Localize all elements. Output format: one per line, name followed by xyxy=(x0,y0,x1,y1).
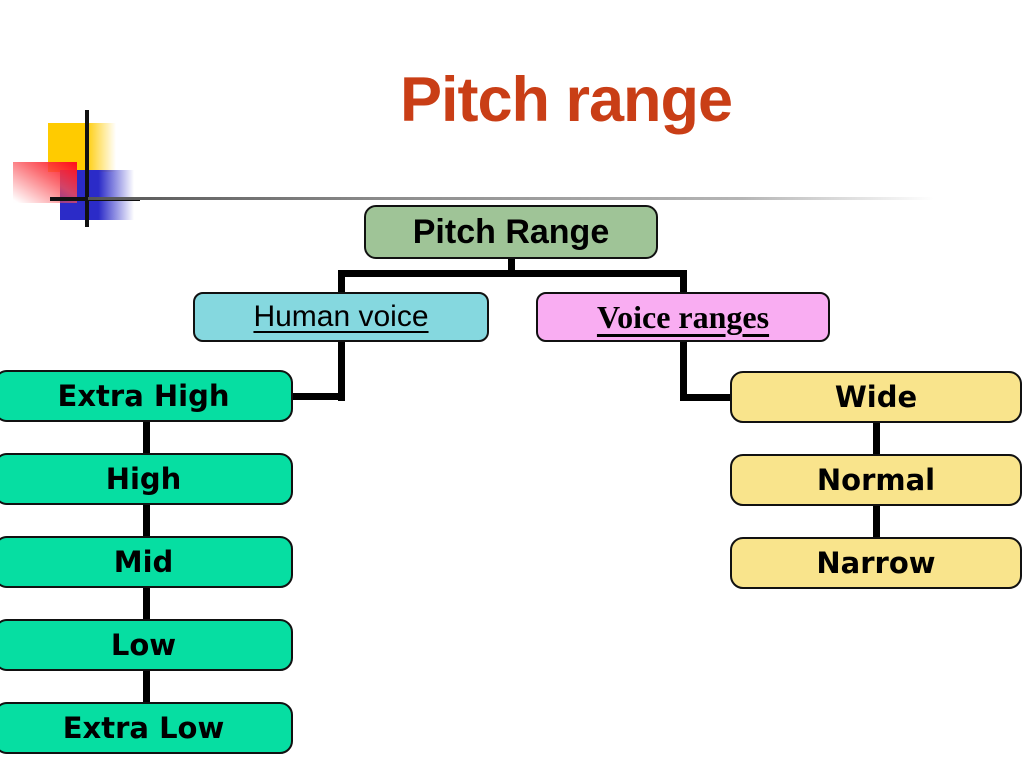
connector-left-stub-4 xyxy=(143,669,150,704)
node-mid: Mid xyxy=(0,536,293,588)
connector-left-stub-3 xyxy=(143,586,150,621)
node-normal: Normal xyxy=(730,454,1022,506)
node-voice-ranges: Voice ranges xyxy=(536,292,830,342)
node-extra-low: Extra Low xyxy=(0,702,293,754)
connector-branch-bar xyxy=(338,270,687,277)
node-human-voice: Human voice xyxy=(193,292,489,342)
connector-voiceranges-elbow-vertical xyxy=(680,341,687,401)
connector-left-stub-2 xyxy=(143,503,150,538)
connector-voiceranges-elbow-horizontal xyxy=(680,394,731,401)
node-wide: Wide xyxy=(730,371,1022,423)
decoration-red-square xyxy=(13,162,77,203)
node-high: High xyxy=(0,453,293,505)
connector-right-drop xyxy=(680,270,687,294)
connector-humanvoice-elbow-horizontal xyxy=(291,393,345,400)
node-extra-high: Extra High xyxy=(0,370,293,422)
title-divider-rule xyxy=(88,197,960,200)
node-low: Low xyxy=(0,619,293,671)
node-pitch-range: Pitch Range xyxy=(364,205,658,259)
connector-right-stub-1 xyxy=(873,421,880,456)
connector-left-stub-1 xyxy=(143,420,150,455)
decoration-vertical-line xyxy=(85,110,89,227)
connector-root-stub xyxy=(508,257,515,274)
slide-title: Pitch range xyxy=(399,65,733,135)
connector-left-drop xyxy=(338,270,345,294)
connector-right-stub-2 xyxy=(873,504,880,539)
connector-humanvoice-elbow-vertical xyxy=(338,341,345,401)
node-narrow: Narrow xyxy=(730,537,1022,589)
